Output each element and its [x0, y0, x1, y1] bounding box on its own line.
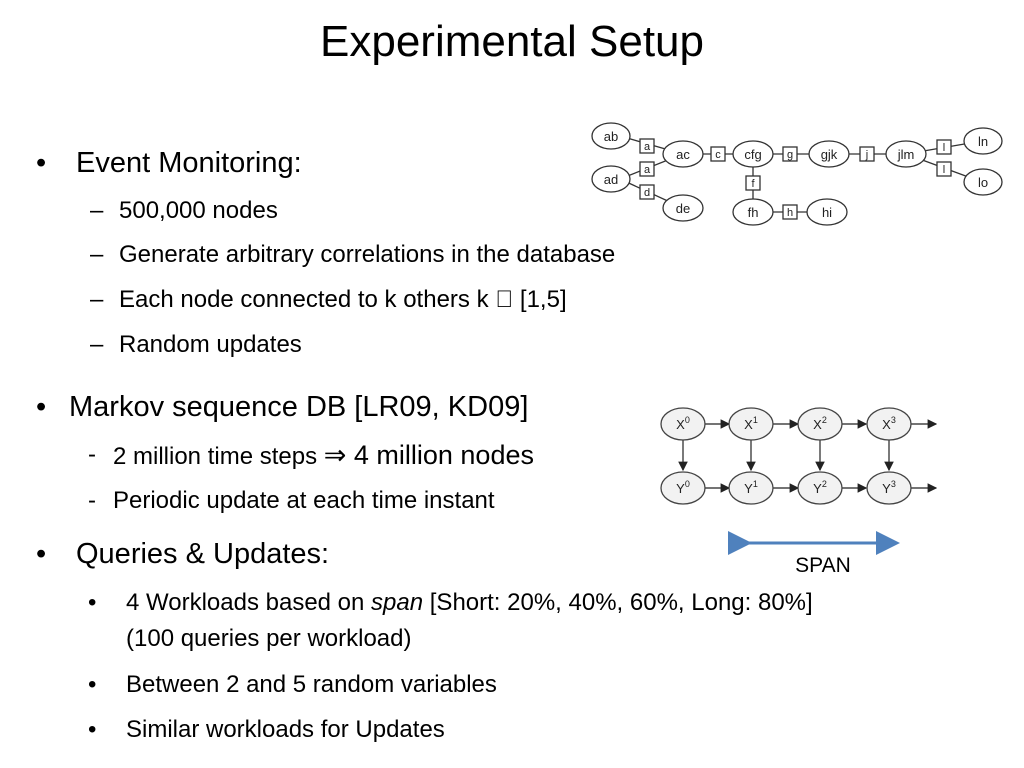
- bullet-dot: •: [36, 147, 47, 179]
- hidden-state-node: [660, 407, 706, 441]
- hidden-node-label: X1: [744, 415, 758, 432]
- edge-label: c: [715, 149, 721, 161]
- observed-node-label: Y1: [744, 479, 758, 496]
- correlation-graph-diagram: ab ad ac cfg gjk jlm ln lo de fh hi a a …: [591, 122, 1003, 226]
- implies-arrow: ⇒: [323, 440, 347, 470]
- hidden-state-node: [797, 407, 843, 441]
- bullet-dot: •: [36, 391, 47, 423]
- bullet-dash: –: [90, 286, 104, 313]
- edge-label: f: [751, 178, 755, 190]
- observed-node: [866, 471, 912, 505]
- graph-node: [662, 140, 704, 168]
- event-item-nodes: 500,000 nodes: [119, 197, 278, 224]
- node-label: lo: [978, 175, 988, 190]
- hidden-node-label: X2: [813, 415, 827, 432]
- edge-label-box: [710, 146, 726, 162]
- queries-heading: Queries & Updates:: [76, 538, 330, 570]
- edge-label: g: [787, 149, 793, 161]
- bullet-hyphen: -: [88, 441, 96, 468]
- edge-label: h: [787, 207, 793, 219]
- queries-item-variables: Between 2 and 5 random variables: [126, 671, 497, 698]
- bullet-dash: –: [90, 197, 104, 224]
- hidden-node-label: X3: [882, 415, 896, 432]
- markov-timesteps-text: 2 million time steps: [113, 443, 324, 470]
- edge-label: a: [644, 141, 651, 153]
- workloads-percent-text: [Short: 20%, 40%, 60%, Long: 80%]: [423, 589, 813, 616]
- observed-node-label: Y3: [882, 479, 896, 496]
- slide-title: Experimental Setup: [320, 17, 704, 66]
- observed-node-label: Y2: [813, 479, 827, 496]
- queries-item-workloads-line2: (100 queries per workload): [126, 625, 412, 652]
- edge-label-box: [639, 161, 655, 177]
- event-item-updates: Random updates: [119, 331, 302, 358]
- graph-node: [963, 168, 1003, 196]
- workloads-text: 4 Workloads based on: [126, 589, 372, 616]
- observed-node: [728, 471, 774, 505]
- graph-node: [591, 122, 631, 150]
- graph-node: [963, 127, 1003, 155]
- edge-label: j: [865, 149, 868, 161]
- bullet-dot: •: [88, 671, 97, 698]
- observed-node: [660, 471, 706, 505]
- edge-label: l: [943, 142, 945, 154]
- edge-label-box: [936, 139, 952, 155]
- hidden-node-label: X0: [676, 415, 690, 432]
- node-label: gjk: [821, 147, 838, 162]
- markov-chain-diagram: X0 X1 X2 X3 Y0 Y1 Y2 Y3 SPAN: [660, 407, 938, 577]
- node-label: hi: [822, 205, 832, 220]
- node-label: ln: [978, 134, 988, 149]
- bullet-dot: •: [88, 716, 97, 743]
- bullet-dot: •: [88, 589, 97, 616]
- graph-node: [806, 198, 848, 226]
- edge-label-box: [782, 146, 798, 162]
- bullet-dash: –: [90, 331, 104, 358]
- edge-label-box: [639, 138, 655, 154]
- node-label: jlm: [897, 147, 915, 162]
- node-label: ac: [676, 147, 690, 162]
- hidden-state-node: [728, 407, 774, 441]
- bullet-dot: •: [36, 538, 47, 570]
- event-monitoring-heading: Event Monitoring:: [76, 147, 302, 179]
- graph-node: [732, 140, 774, 168]
- graph-node: [808, 140, 850, 168]
- node-label: de: [676, 201, 690, 216]
- node-label: ab: [604, 129, 618, 144]
- edge-label-box: [782, 204, 798, 220]
- edge-label-box: [859, 146, 875, 162]
- edge-label: d: [644, 187, 650, 199]
- edge-label: a: [644, 164, 651, 176]
- graph-node: [732, 198, 774, 226]
- node-label: cfg: [744, 147, 761, 162]
- bullet-dash: –: [90, 241, 104, 268]
- queries-item-workloads: 4 Workloads based on span [Short: 20%, 4…: [126, 588, 813, 618]
- hidden-state-node: [866, 407, 912, 441]
- graph-node: [591, 165, 631, 193]
- span-label: SPAN: [795, 554, 851, 577]
- observed-node: [797, 471, 843, 505]
- observed-node-label: Y0: [676, 479, 690, 496]
- node-label: ad: [604, 172, 618, 187]
- markov-heading: Markov sequence DB [LR09, KD09]: [69, 391, 529, 423]
- markov-nodes-text: 4 million nodes: [346, 440, 534, 470]
- graph-node: [662, 194, 704, 222]
- edge-label: l: [943, 164, 945, 176]
- graph-node: [885, 140, 927, 168]
- markov-item-timesteps: 2 million time steps ⇒ 4 million nodes: [113, 440, 534, 472]
- edge-label-box: [745, 175, 761, 191]
- node-label: fh: [748, 205, 759, 220]
- span-italic: span: [371, 589, 424, 616]
- event-item-correlations: Generate arbitrary correlations in the d…: [119, 241, 616, 268]
- queries-item-similar: Similar workloads for Updates: [126, 716, 445, 743]
- markov-item-periodic: Periodic update at each time instant: [113, 487, 495, 514]
- edge-label-box: [936, 161, 952, 177]
- edge-label-box: [639, 184, 655, 200]
- bullet-hyphen: -: [88, 487, 96, 514]
- event-item-connections: Each node connected to k others k  [1,5…: [119, 286, 567, 313]
